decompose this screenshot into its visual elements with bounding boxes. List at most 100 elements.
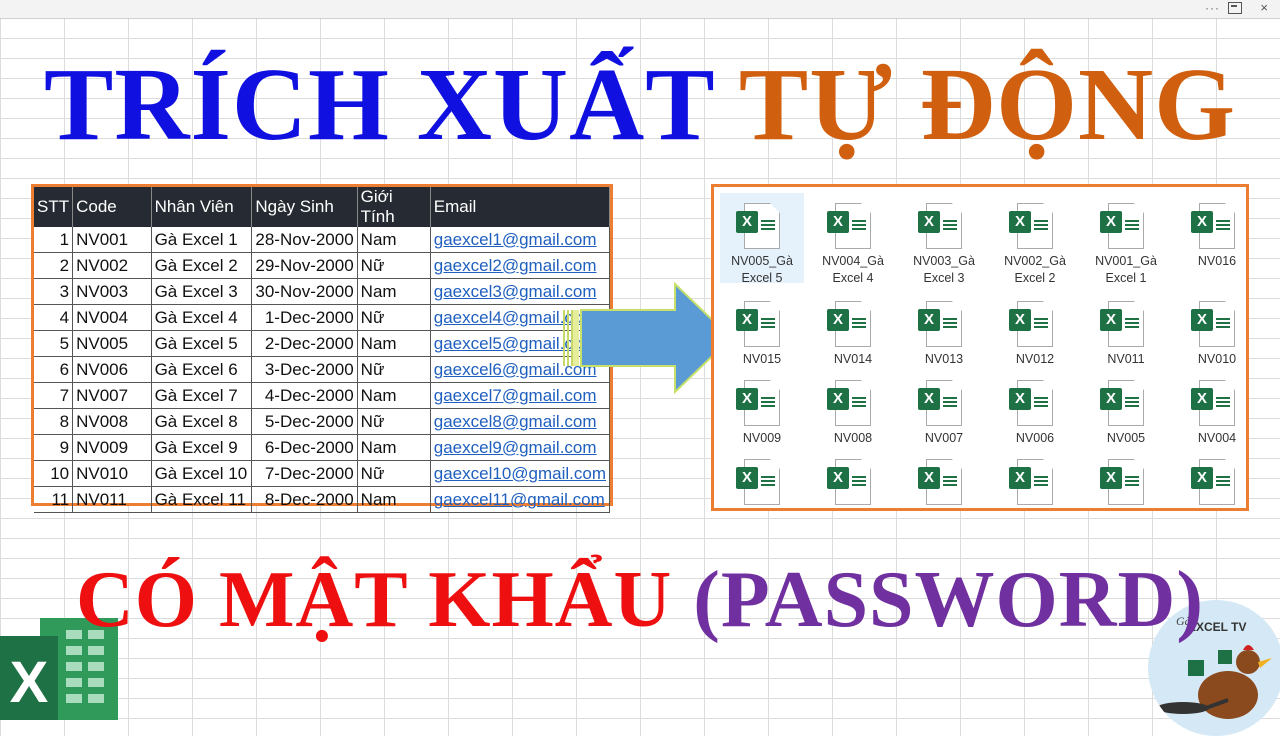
cell-email[interactable]: gaexcel1@gmail.com bbox=[430, 227, 611, 253]
cell-birthdate[interactable]: 2-Dec-2000 bbox=[251, 330, 358, 357]
cell-gender[interactable]: Nữ bbox=[357, 304, 431, 331]
cell-birthdate[interactable]: 28-Nov-2000 bbox=[251, 227, 358, 253]
cell-birthdate[interactable]: 7-Dec-2000 bbox=[251, 460, 358, 487]
cell-email[interactable]: gaexcel10@gmail.com bbox=[430, 460, 611, 487]
column-header-stt[interactable]: STT bbox=[34, 187, 74, 227]
cell-gender[interactable]: Nam bbox=[357, 434, 431, 461]
email-link[interactable]: gaexcel11@gmail.com bbox=[433, 489, 605, 509]
cell-email[interactable]: gaexcel11@gmail.com bbox=[430, 486, 611, 513]
cell-employee[interactable]: Gà Excel 10 bbox=[151, 460, 253, 487]
cell-stt[interactable]: 9 bbox=[34, 434, 74, 461]
cell-code[interactable]: NV008 bbox=[72, 408, 152, 435]
cell-email[interactable]: gaexcel7@gmail.com bbox=[430, 382, 611, 409]
cell-stt[interactable]: 8 bbox=[34, 408, 74, 435]
email-link[interactable]: gaexcel9@gmail.com bbox=[433, 437, 597, 457]
cell-code[interactable]: NV010 bbox=[72, 460, 152, 487]
cell-stt[interactable]: 10 bbox=[34, 460, 74, 487]
cell-gender[interactable]: Nữ bbox=[357, 408, 431, 435]
cell-stt[interactable]: 4 bbox=[34, 304, 74, 331]
cell-birthdate[interactable]: 3-Dec-2000 bbox=[251, 356, 358, 383]
cell-stt[interactable]: 11 bbox=[34, 486, 74, 513]
email-link[interactable]: gaexcel1@gmail.com bbox=[433, 229, 597, 249]
cell-stt[interactable]: 1 bbox=[34, 227, 74, 253]
cell-employee[interactable]: Gà Excel 5 bbox=[151, 330, 253, 357]
email-link[interactable]: gaexcel2@gmail.com bbox=[433, 255, 597, 275]
cell-code[interactable]: NV006 bbox=[72, 356, 152, 383]
cell-birthdate[interactable]: 6-Dec-2000 bbox=[251, 434, 358, 461]
email-link[interactable]: gaexcel7@gmail.com bbox=[433, 385, 597, 405]
close-window-icon[interactable]: × bbox=[1260, 0, 1268, 15]
restore-window-icon[interactable] bbox=[1228, 2, 1242, 14]
cell-email[interactable]: gaexcel3@gmail.com bbox=[430, 278, 611, 305]
cell-birthdate[interactable]: 4-Dec-2000 bbox=[251, 382, 358, 409]
cell-code[interactable]: NV007 bbox=[72, 382, 152, 409]
cell-code[interactable]: NV003 bbox=[72, 278, 152, 305]
cell-gender[interactable]: Nam bbox=[357, 330, 431, 357]
cell-employee[interactable]: Gà Excel 1 bbox=[151, 227, 253, 253]
column-header-gender[interactable]: Giới Tính bbox=[357, 187, 431, 227]
email-link[interactable]: gaexcel6@gmail.com bbox=[433, 359, 597, 379]
column-header-employee[interactable]: Nhân Viên bbox=[151, 187, 253, 227]
cell-code[interactable]: NV004 bbox=[72, 304, 152, 331]
email-link[interactable]: gaexcel8@gmail.com bbox=[433, 411, 597, 431]
file-item[interactable]: X bbox=[1084, 449, 1168, 508]
file-item[interactable]: X bbox=[720, 449, 804, 508]
cell-stt[interactable]: 3 bbox=[34, 278, 74, 305]
cell-birthdate[interactable]: 8-Dec-2000 bbox=[251, 486, 358, 513]
email-link[interactable]: gaexcel10@gmail.com bbox=[433, 463, 606, 483]
file-item[interactable]: X bbox=[902, 449, 986, 508]
email-link[interactable]: gaexcel4@gmail.com bbox=[433, 307, 597, 327]
cell-birthdate[interactable]: 1-Dec-2000 bbox=[251, 304, 358, 331]
cell-email[interactable]: gaexcel9@gmail.com bbox=[430, 434, 611, 461]
cell-gender[interactable]: Nữ bbox=[357, 252, 431, 279]
more-options-icon[interactable]: ··· bbox=[1205, 1, 1220, 15]
column-header-email[interactable]: Email bbox=[430, 187, 611, 227]
cell-code[interactable]: NV002 bbox=[72, 252, 152, 279]
cell-gender[interactable]: Nam bbox=[357, 227, 431, 253]
cell-stt[interactable]: 7 bbox=[34, 382, 74, 409]
file-item[interactable]: X bbox=[811, 449, 895, 508]
cell-email[interactable]: gaexcel2@gmail.com bbox=[430, 252, 611, 279]
cell-birthdate[interactable]: 30-Nov-2000 bbox=[251, 278, 358, 305]
cell-code[interactable]: NV001 bbox=[72, 227, 152, 253]
cell-birthdate[interactable]: 5-Dec-2000 bbox=[251, 408, 358, 435]
cell-gender[interactable]: Nữ bbox=[357, 460, 431, 487]
email-link[interactable]: gaexcel3@gmail.com bbox=[433, 281, 597, 301]
cell-email[interactable]: gaexcel8@gmail.com bbox=[430, 408, 611, 435]
column-header-code[interactable]: Code bbox=[72, 187, 152, 227]
cell-gender[interactable]: Nam bbox=[357, 382, 431, 409]
cell-gender[interactable]: Nam bbox=[357, 486, 431, 513]
cell-stt[interactable]: 6 bbox=[34, 356, 74, 383]
email-link[interactable]: gaexcel5@gmail.com bbox=[433, 333, 597, 353]
cell-employee[interactable]: Gà Excel 7 bbox=[151, 382, 253, 409]
cell-employee[interactable]: Gà Excel 3 bbox=[151, 278, 253, 305]
file-item[interactable]: X bbox=[993, 449, 1077, 508]
file-item[interactable]: X bbox=[1175, 449, 1246, 508]
cell-employee[interactable]: Gà Excel 6 bbox=[151, 356, 253, 383]
cell-employee[interactable]: Gà Excel 4 bbox=[151, 304, 253, 331]
cell-employee[interactable]: Gà Excel 2 bbox=[151, 252, 253, 279]
